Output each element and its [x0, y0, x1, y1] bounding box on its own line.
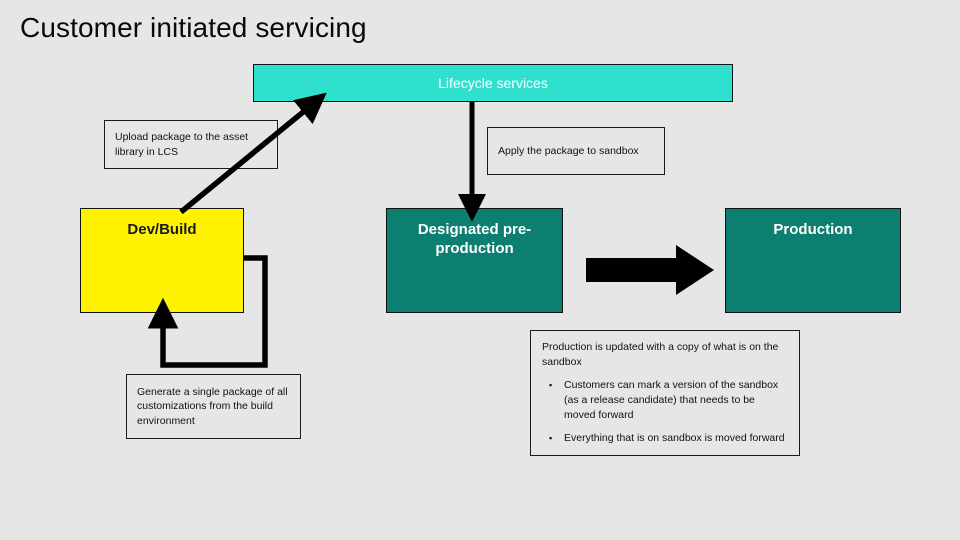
note-generate-package-text: Generate a single package of all customi…	[137, 386, 288, 427]
callout-lead-text: Production is updated with a copy of wha…	[542, 341, 779, 368]
callout-bullet-text: Everything that is on sandbox is moved f…	[564, 431, 785, 444]
note-upload-package: Upload package to the asset library in L…	[104, 120, 278, 169]
note-apply-package: Apply the package to sandbox	[487, 127, 665, 175]
callout-bullet-item: ▪ Customers can mark a version of the sa…	[542, 378, 788, 423]
stage-dev-build-label: Dev/Build	[127, 221, 197, 238]
square-bullet-icon: ▪	[549, 379, 553, 390]
page-title: Customer initiated servicing	[20, 12, 367, 43]
arrow-preproduction-to-production	[586, 245, 714, 295]
lifecycle-services-banner-label: Lifecycle services	[438, 75, 548, 91]
callout-bullet-item: ▪ Everything that is on sandbox is moved…	[542, 431, 788, 446]
stage-dev-build: Dev/Build	[80, 208, 244, 313]
callout-bullet-list: ▪ Customers can mark a version of the sa…	[542, 378, 788, 446]
stage-production: Production	[725, 208, 901, 313]
note-generate-package: Generate a single package of all customi…	[126, 374, 301, 439]
note-upload-package-text: Upload package to the asset library in L…	[115, 131, 249, 158]
stage-production-label: Production	[773, 221, 853, 238]
note-apply-package-text: Apply the package to sandbox	[498, 144, 639, 157]
lifecycle-services-banner: Lifecycle services	[253, 64, 733, 102]
callout-production-update: Production is updated with a copy of wha…	[530, 330, 800, 456]
square-bullet-icon: ▪	[549, 432, 553, 443]
stage-designated-pre-production-label: Designated pre-production	[417, 221, 532, 257]
callout-bullet-text: Customers can mark a version of the sand…	[564, 378, 779, 421]
stage-designated-pre-production: Designated pre-production	[386, 208, 563, 313]
